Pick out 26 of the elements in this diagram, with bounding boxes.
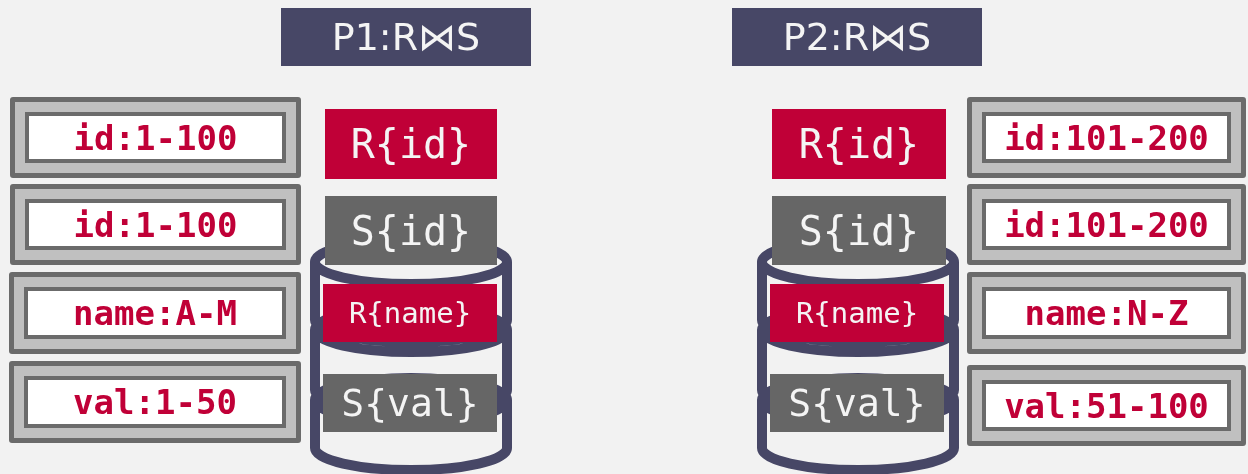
range-label: val:1-50: [24, 376, 286, 428]
range-label: name:A-M: [24, 287, 286, 339]
range-label: name:N-Z: [982, 287, 1231, 339]
relation-fragment: S{id}: [772, 196, 946, 265]
relation-fragment: R{name}: [323, 284, 497, 342]
range-frame: [9, 361, 301, 443]
range-frame: [10, 97, 301, 178]
relation-fragment: R{name}: [770, 284, 944, 342]
relation-fragment: S{val}: [770, 374, 944, 432]
range-frame: [9, 272, 301, 354]
relation-fragment: S{val}: [323, 374, 497, 432]
range-frame: [967, 97, 1246, 178]
range-label: id:1-100: [25, 199, 286, 250]
relation-fragment: R{id}: [772, 109, 946, 179]
range-frame: [967, 184, 1246, 265]
range-label: id:1-100: [25, 112, 286, 163]
relation-fragment: S{id}: [325, 196, 497, 265]
partition-title: P2:R⋈S: [732, 8, 982, 66]
range-label: val:51-100: [982, 380, 1231, 431]
range-label: id:101-200: [982, 199, 1231, 250]
range-frame: [10, 184, 301, 265]
range-label: id:101-200: [982, 112, 1231, 163]
relation-fragment: R{id}: [325, 109, 497, 179]
range-frame: [967, 272, 1246, 354]
range-frame: [967, 365, 1246, 446]
partition-title: P1:R⋈S: [281, 8, 531, 66]
